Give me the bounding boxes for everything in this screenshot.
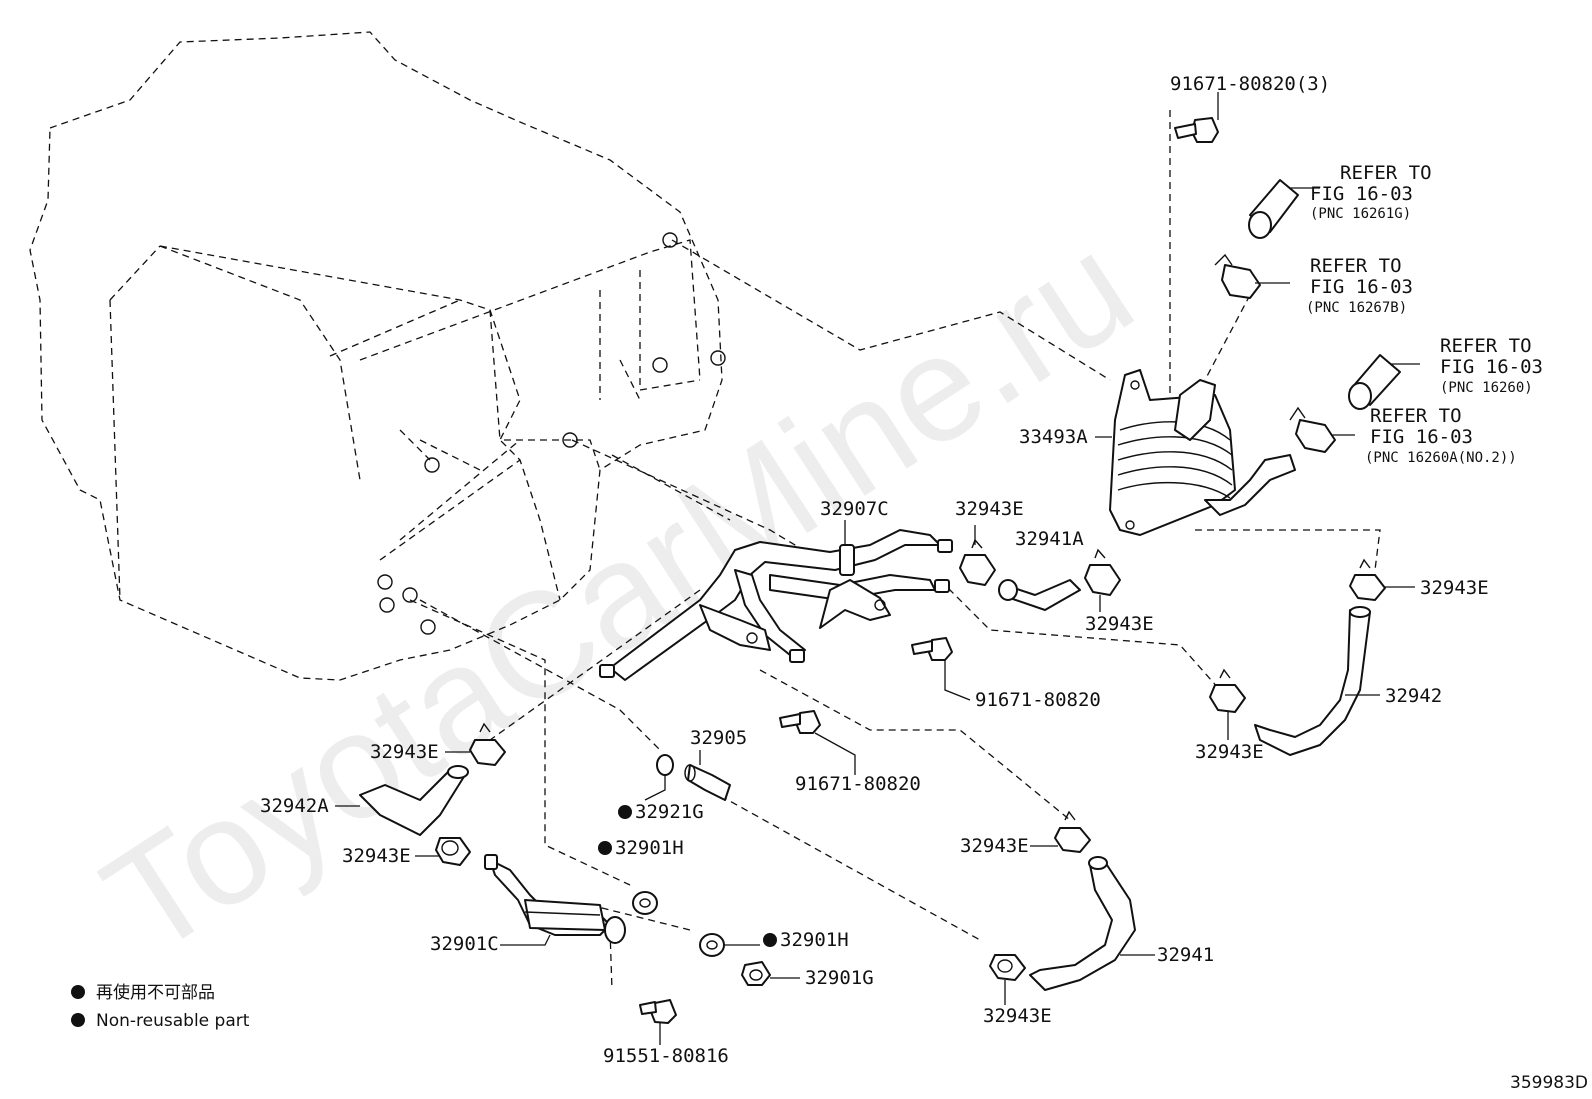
clamp-left xyxy=(469,722,506,766)
label-cooler: 33493A xyxy=(1019,426,1088,448)
gasket-h-upper xyxy=(632,891,658,915)
hose-short xyxy=(998,579,1081,611)
label-clamp-right: 32943E xyxy=(1420,577,1489,599)
union-bolt xyxy=(741,961,771,986)
label-hose-short: 32941A xyxy=(1015,528,1084,550)
label-hose-lower: 32941 xyxy=(1157,944,1214,966)
legend-dot xyxy=(71,1013,85,1027)
transmission-housing xyxy=(29,31,726,681)
refer2-line1: REFER TO xyxy=(1310,255,1402,277)
refer3-line2: FIG 16-03 xyxy=(1440,356,1543,378)
clamp-below-hose xyxy=(1084,548,1121,596)
watermark: ToyotaCarMine.ru xyxy=(76,201,1160,987)
non-reusable-dot xyxy=(598,841,612,855)
refer1-line2: FIG 16-03 xyxy=(1310,183,1413,205)
clamp-left-lower xyxy=(435,837,471,866)
refer1-pnc: (PNC 16261G) xyxy=(1310,206,1411,222)
legend-english: Non-reusable part xyxy=(96,1011,250,1031)
refer-hose-1 xyxy=(1248,179,1299,239)
refer4-line1: REFER TO xyxy=(1370,405,1462,427)
refer-hose-3 xyxy=(1348,354,1401,410)
label-clamp-lower-center: 32943E xyxy=(960,835,1029,857)
label-union-bolt: 32901G xyxy=(805,967,874,989)
label-pipe-union: 32901C xyxy=(430,933,499,955)
label-bolt-pipe-bracket: 91671-80820 xyxy=(975,689,1101,711)
clamp-right xyxy=(1349,558,1386,601)
label-gasket-h-lower: 32901H xyxy=(780,929,849,951)
label-clamp-below-hose: 32943E xyxy=(1085,613,1154,635)
bolt-pipe-bracket xyxy=(911,637,953,661)
refer4-pnc: (PNC 16260A(NO.2)) xyxy=(1365,450,1517,466)
refer1-line1: REFER TO xyxy=(1340,162,1432,184)
pipe-assembly xyxy=(599,529,953,681)
gasket-plug xyxy=(656,754,674,776)
label-bolt-top: 91671-80820(3) xyxy=(1170,73,1330,95)
label-clamp-lower-bottom: 32943E xyxy=(983,1005,1052,1027)
gasket-h-lower xyxy=(699,933,725,957)
label-bolt-mid: 91671-80820 xyxy=(795,773,921,795)
clamp-top-left xyxy=(959,538,996,586)
clamp-lower-center xyxy=(1054,810,1091,853)
diagram-code: 359983D xyxy=(1510,1073,1588,1093)
label-clamp-left-lower: 32943E xyxy=(342,845,411,867)
label-plug: 32905 xyxy=(690,727,747,749)
non-reusable-dot xyxy=(618,805,632,819)
oil-cooler xyxy=(1109,369,1296,536)
plug xyxy=(684,764,731,801)
refer2-pnc: (PNC 16267B) xyxy=(1306,300,1407,316)
pipe-union xyxy=(484,854,626,944)
label-gasket-h-upper: 32901H xyxy=(615,837,684,859)
bolt-bottom xyxy=(639,999,677,1024)
hose-lower xyxy=(1029,856,1136,991)
legend-japanese: 再使用不可部品 xyxy=(96,982,215,1003)
clamp-lower-bottom xyxy=(989,954,1026,981)
refer2-line2: FIG 16-03 xyxy=(1310,276,1413,298)
refer3-pnc: (PNC 16260) xyxy=(1440,380,1533,396)
label-hose-left: 32942A xyxy=(260,795,329,817)
clamp-right-lower xyxy=(1209,668,1246,713)
non-reusable-dot xyxy=(763,933,777,947)
bolt-top xyxy=(1174,117,1219,143)
bolt-mid xyxy=(779,710,821,734)
label-clamp-top-left: 32943E xyxy=(955,498,1024,520)
label-gasket-plug: 32921G xyxy=(635,801,704,823)
legend-dot xyxy=(71,985,85,999)
refer-clamp-2 xyxy=(1214,253,1261,299)
label-bolt-bottom: 91551-80816 xyxy=(603,1045,729,1067)
refer-clamp-4 xyxy=(1289,406,1336,453)
hose-right xyxy=(1254,606,1371,756)
hose-left xyxy=(359,765,469,836)
label-clamp-left: 32943E xyxy=(370,741,439,763)
refer3-line1: REFER TO xyxy=(1440,335,1532,357)
label-pipe-assy: 32907C xyxy=(820,498,889,520)
refer4-line2: FIG 16-03 xyxy=(1370,426,1473,448)
label-hose-right: 32942 xyxy=(1385,685,1442,707)
label-clamp-right-lower: 32943E xyxy=(1195,741,1264,763)
